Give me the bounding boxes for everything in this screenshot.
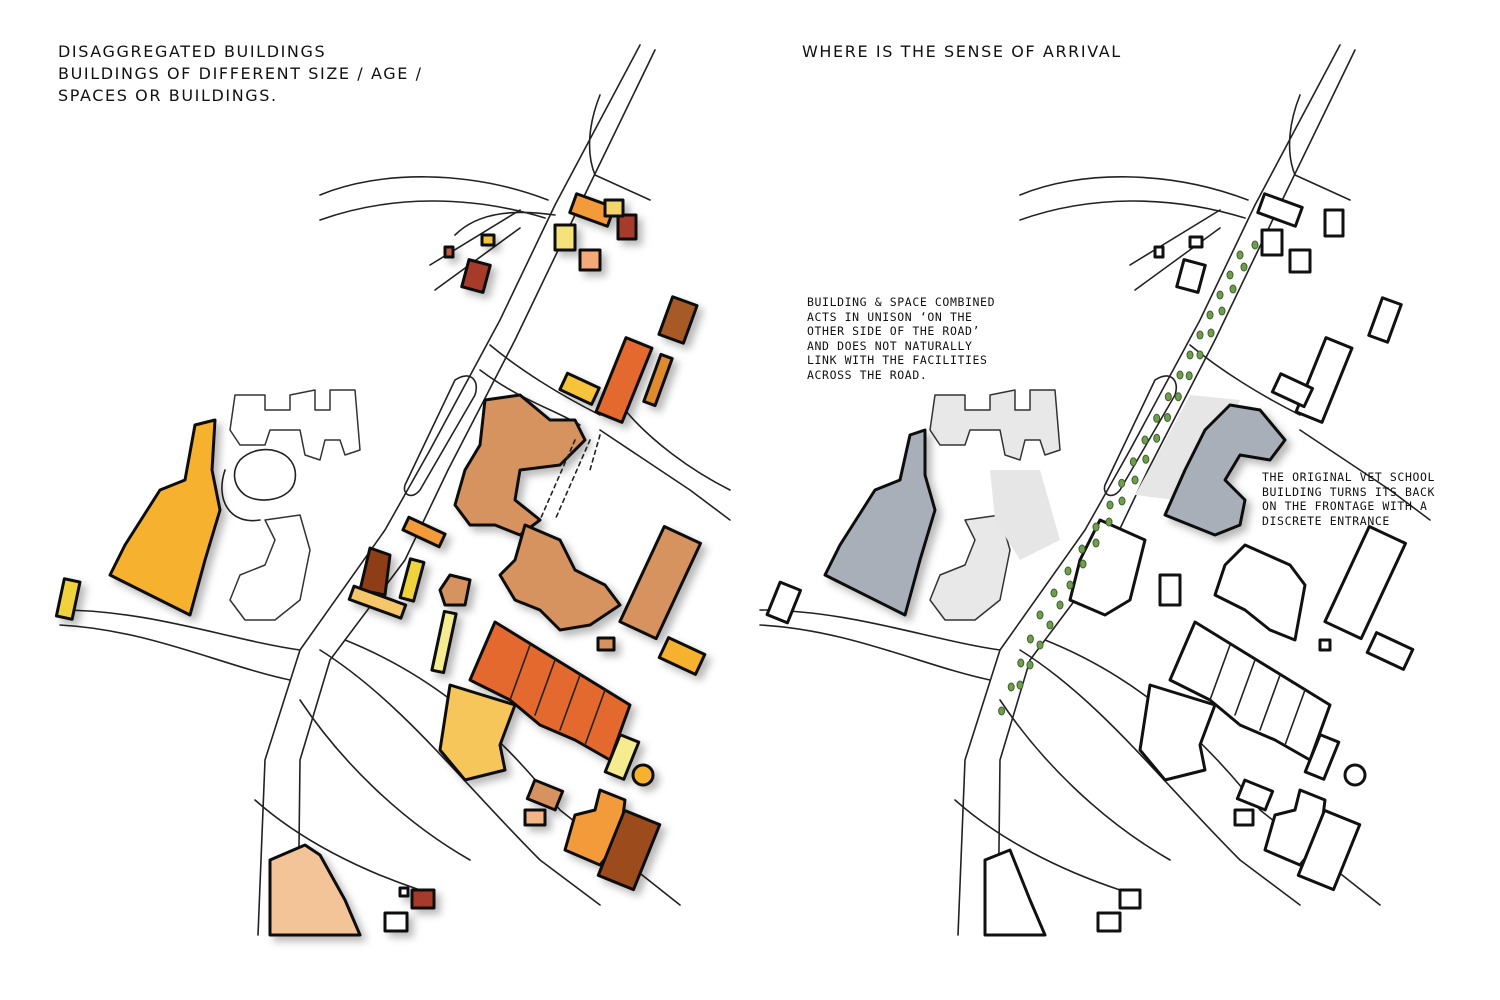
tree-icon bbox=[1174, 392, 1182, 402]
tree-icon bbox=[1036, 610, 1044, 620]
tree-icon bbox=[1229, 284, 1237, 294]
tree-icon bbox=[1207, 328, 1215, 338]
road-network-right bbox=[759, 44, 1431, 936]
building-yellow-north bbox=[558, 371, 601, 406]
tree-icon bbox=[1050, 588, 1058, 598]
tree-icon bbox=[1118, 478, 1126, 488]
tree-icon bbox=[1141, 435, 1149, 445]
building-orange-detached bbox=[657, 636, 707, 676]
building-yellow-mid bbox=[398, 557, 426, 603]
tree-icon bbox=[1092, 522, 1100, 532]
building-north-tan bbox=[578, 248, 602, 272]
building-yellow-small bbox=[54, 577, 82, 621]
building-dark-red-south bbox=[410, 888, 436, 910]
tree-icon bbox=[1236, 250, 1244, 260]
tree-icon bbox=[1064, 566, 1072, 576]
building-north-yellow bbox=[553, 223, 577, 252]
building-light-tan-south bbox=[268, 843, 362, 937]
right-site-plan bbox=[759, 44, 1431, 937]
tree-icon bbox=[1176, 370, 1184, 380]
tree-icon bbox=[1218, 306, 1226, 316]
tree-icon bbox=[1206, 310, 1214, 320]
building-white-south-1 bbox=[383, 911, 409, 933]
tree-icon bbox=[998, 706, 1006, 716]
tree-icon bbox=[1164, 392, 1172, 402]
tree-icon bbox=[1153, 413, 1161, 423]
building-tan-small-1 bbox=[525, 778, 565, 812]
outline-buildings bbox=[229, 389, 361, 621]
open-space-grey-2 bbox=[990, 470, 1060, 560]
tree-avenue bbox=[998, 240, 1259, 716]
tree-icon bbox=[1078, 544, 1086, 554]
tree-icon bbox=[1185, 371, 1193, 381]
building-tan-cluster bbox=[438, 573, 472, 607]
building-light-orange-mid bbox=[347, 584, 408, 620]
building-nw-red bbox=[460, 258, 492, 294]
vet-school-building bbox=[1163, 403, 1287, 537]
outline-light-grey-2 bbox=[929, 514, 1011, 621]
outline-buildings-right bbox=[765, 192, 1415, 937]
tree-icon bbox=[1106, 500, 1114, 510]
building-orange-sheds bbox=[468, 620, 632, 762]
tree-icon bbox=[1240, 262, 1248, 272]
tree-icon bbox=[1118, 496, 1126, 506]
tree-icon bbox=[1216, 290, 1224, 300]
tree-icon bbox=[1251, 240, 1259, 250]
building-tan-south bbox=[498, 523, 622, 632]
left-panel-title: DISAGGREGATED BUILDINGS BUILDINGS OF DIF… bbox=[58, 42, 423, 105]
tree-icon bbox=[1186, 350, 1194, 360]
tree-icon bbox=[1046, 620, 1054, 630]
tree-icon bbox=[1105, 517, 1113, 527]
outline-light-grey-1 bbox=[929, 389, 1061, 461]
tree-icon bbox=[1196, 330, 1204, 340]
tree-icon bbox=[1056, 600, 1064, 610]
building-pale-strip bbox=[430, 609, 458, 675]
tree-icon bbox=[1079, 559, 1087, 569]
tree-icon bbox=[1036, 640, 1044, 650]
tree-icon bbox=[1092, 538, 1100, 548]
tree-icon bbox=[1026, 634, 1034, 644]
tree-icon bbox=[1226, 270, 1234, 280]
building-north-red bbox=[616, 213, 638, 241]
tree-icon bbox=[1066, 580, 1074, 590]
building-light-yellow bbox=[438, 683, 517, 782]
building-round-silo bbox=[631, 763, 655, 787]
colored-buildings bbox=[54, 192, 707, 937]
building-nw-small-1 bbox=[480, 233, 496, 247]
right-panel-title: WHERE IS THE SENSE OF ARRIVAL bbox=[802, 42, 1122, 61]
building-orange-strip bbox=[594, 336, 654, 424]
shed-divisions bbox=[509, 434, 606, 746]
building-tan-long bbox=[618, 525, 703, 641]
building-brown-top bbox=[657, 295, 699, 345]
tree-icon bbox=[1196, 350, 1204, 360]
tree-icon bbox=[1026, 660, 1034, 670]
building-tan-main bbox=[453, 393, 587, 537]
tree-icon bbox=[1016, 680, 1024, 690]
building-brown-mid bbox=[358, 546, 392, 597]
tree-icon bbox=[1142, 454, 1150, 464]
building-tan-tiny bbox=[596, 636, 616, 652]
tree-icon bbox=[1017, 658, 1025, 668]
building-orange-thin bbox=[642, 352, 674, 408]
left-site-plan bbox=[54, 44, 731, 937]
tree-icon bbox=[1007, 682, 1015, 692]
building-orange-sw-1 bbox=[401, 515, 447, 549]
building-gold-large bbox=[108, 418, 222, 617]
building-north-pale bbox=[603, 198, 625, 218]
annotation-vet-school: THE ORIGINAL VET SCHOOL BUILDING TURNS I… bbox=[1262, 470, 1436, 528]
building-nw-small-2 bbox=[443, 245, 455, 259]
building-grey-large bbox=[823, 428, 937, 617]
building-white-south-2 bbox=[398, 886, 410, 898]
building-pale-yellow-1 bbox=[603, 733, 641, 781]
annotation-space-combined: BUILDING & SPACE COMBINED ACTS IN UNISON… bbox=[807, 295, 996, 382]
tree-icon bbox=[1153, 433, 1161, 443]
building-tan-small-2 bbox=[523, 808, 547, 827]
tree-icon bbox=[1164, 413, 1171, 422]
grey-buildings bbox=[823, 403, 1287, 617]
building-brown-se bbox=[596, 808, 662, 892]
tree-icon bbox=[1129, 457, 1137, 467]
tree-icon bbox=[1131, 475, 1139, 485]
